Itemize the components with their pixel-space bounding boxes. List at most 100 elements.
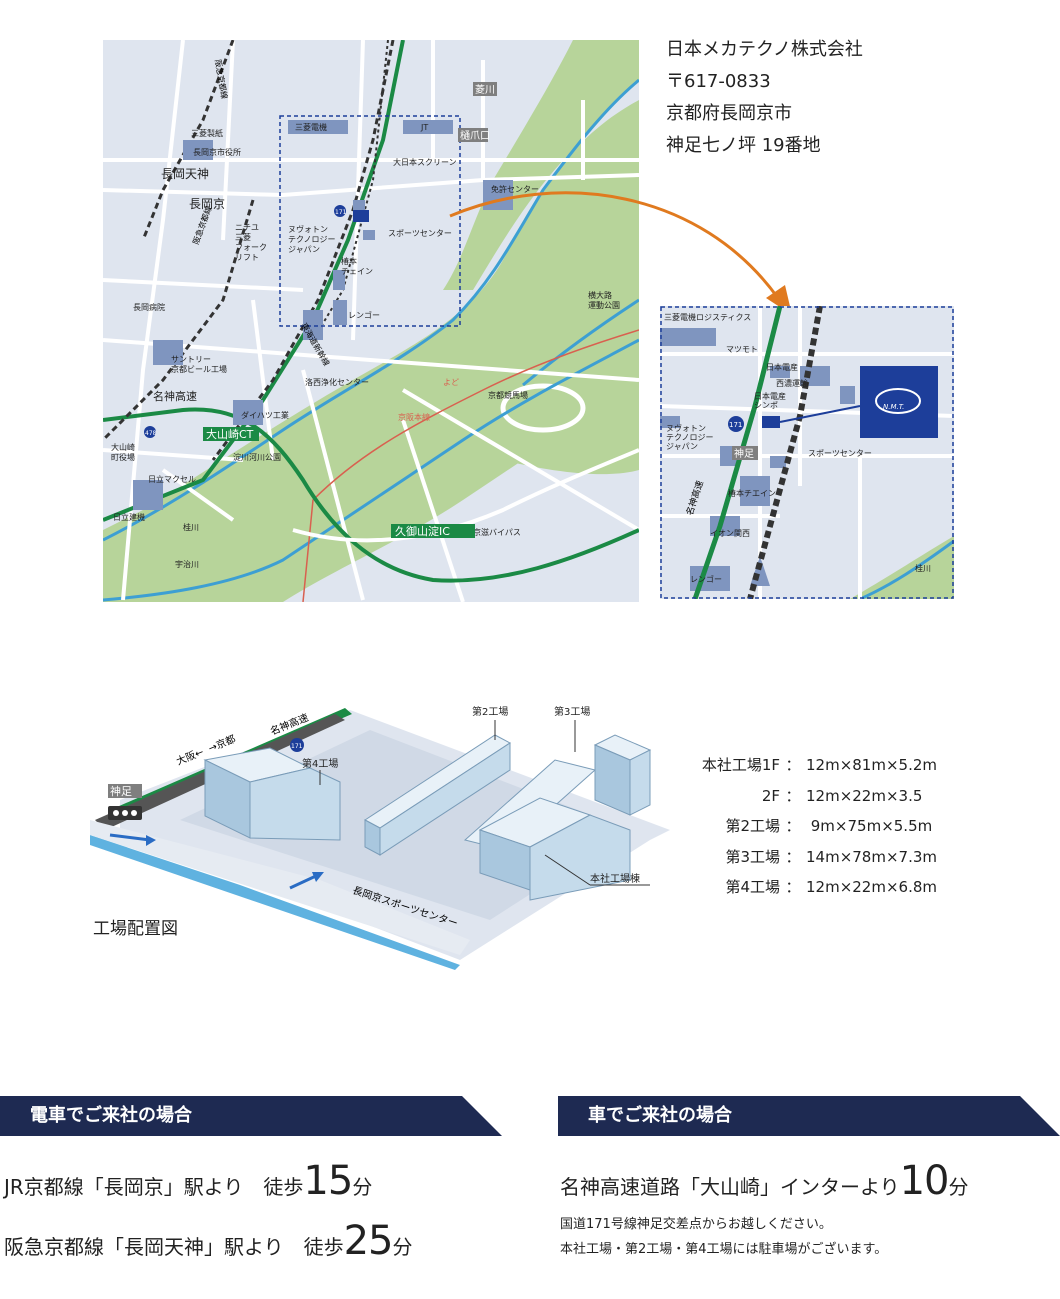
dimension-value: 12m×81m×5.2m: [806, 756, 938, 774]
detail-label-katsura: 桂川: [915, 563, 931, 573]
label-rengo: レンゴー: [348, 310, 380, 320]
label-license-center: 免許センター: [491, 184, 539, 194]
main-map: 三菱製紙 長岡京市役所 長岡天神 長岡京 ニチユ三菱フォークリフト 長岡病院 サ…: [103, 40, 639, 602]
dimension-sep: ：: [785, 878, 801, 896]
dimension-sep: ：: [785, 817, 801, 835]
nmt-location-marker: [353, 210, 369, 222]
detail-label-kotari: 神足: [734, 447, 754, 460]
layout-label-kyoto: →京都: [206, 732, 237, 755]
train-line-2: 阪急京都線「長岡天神」駅より 徒歩25分: [4, 1218, 413, 1264]
label-racecourse: 京都競馬場: [488, 390, 528, 400]
detail-label-seino: 西濃運輸: [776, 378, 808, 388]
label-nagaokakyo: 長岡京: [189, 197, 225, 211]
main-map-labels: 三菱製紙 長岡京市役所 長岡天神 長岡京 ニチユ三菱フォークリフト 長岡病院 サ…: [111, 122, 620, 569]
layout-river: [90, 835, 460, 970]
label-tsubakimoto: 椿本チェイン: [341, 256, 373, 276]
detail-label-route-171: 171: [729, 421, 742, 429]
detail-nmt-marker: [762, 416, 780, 428]
label-yodo: よど: [443, 378, 459, 387]
detail-label-rengo: レンゴー: [690, 574, 722, 584]
label-jt: JT: [420, 123, 428, 132]
dimension-name: 2F: [761, 786, 780, 805]
train-line-2-text: 阪急京都線「長岡天神」駅より 徒歩: [4, 1235, 344, 1259]
main-factory: [478, 797, 631, 901]
detail-label-tsubakimoto: 椿本チエイン: [728, 488, 776, 498]
train-line-1-minutes: 15: [303, 1158, 353, 1204]
label-nichiyu: ニチユ三菱フォークリフト: [235, 223, 267, 262]
train-line-1-unit: 分: [352, 1175, 373, 1199]
dimension-name: 本社工場1F: [701, 756, 780, 774]
dimension-row: 第2工場： 9m×75m×5.5m: [690, 811, 966, 842]
dimension-sep: ：: [785, 847, 801, 866]
dimension-sep: ：: [785, 786, 801, 805]
arrow-to-detail: [449, 191, 792, 315]
train-line-2-minutes: 25: [343, 1218, 394, 1264]
label-katsura-river: 桂川: [183, 522, 199, 532]
detail-map: N.M.T. 171 神足 三菱電機ロジスティクス マツモト 日本電産 西濃運輸…: [660, 306, 954, 599]
river-3: [522, 298, 639, 387]
dimension-row: 第3工場 ： 14m×78m×7.3m: [690, 842, 966, 873]
train-access-banner: 電車でご来社の場合: [0, 1096, 502, 1136]
label-yokooji: 横大路運動公園: [588, 290, 620, 310]
dimension-row: 第4工場 ： 12m×22m×6.8m: [690, 872, 966, 903]
label-rakusai: 洛西浄化センター: [305, 377, 369, 387]
car-line-1-unit: 分: [948, 1175, 969, 1199]
label-oyamazaki-office: 大山崎町役場: [111, 442, 135, 462]
label-keiji-bypass: 京滋バイパス: [473, 527, 521, 537]
factory-dimensions: 本社工場1F ： 12m×81m×5.2m 2F ： 12m×22m×3.5 第2工場 ：…: [690, 750, 966, 903]
dimension-row: 2F ： 12m×22m×3.5: [690, 781, 966, 812]
layout-label-factory3: 第3工場: [554, 705, 590, 718]
dimension-name: 第4工場: [725, 878, 780, 896]
dimension-value: 14m×78m×7.3m: [806, 847, 938, 866]
label-hospital: 長岡病院: [133, 302, 165, 312]
postal-code: 〒617-0833: [666, 71, 771, 92]
car-note-1: 国道171号線神足交差点からお越しください。: [560, 1217, 832, 1232]
detail-jr-line: [747, 306, 823, 599]
detail-label-nuvoton: ヌヴォトンテクノロジージャパン: [666, 423, 714, 451]
label-hizumeguchi: 樋爪口: [460, 129, 490, 142]
label-route-478: 478: [145, 430, 157, 437]
detail-area-box: [279, 115, 461, 327]
factory-4: [203, 747, 341, 841]
label-hishikawa: 菱川: [475, 84, 495, 96]
train-line-1-text: JR京都線「長岡京」駅より 徒歩: [4, 1175, 304, 1199]
map-buildings: [133, 120, 513, 510]
layout-label-main-factory: 本社工場棟: [590, 872, 640, 885]
dimension-name: 第3工場: [725, 847, 780, 866]
layout-road: [90, 820, 470, 955]
dimension-sep: ：: [785, 756, 801, 774]
yokooji-park: [581, 280, 639, 335]
dimension-row: 本社工場1F ： 12m×81m×5.2m: [690, 750, 966, 781]
dimension-value: 12m×22m×6.8m: [806, 878, 938, 896]
layout-title: 工場配置図: [93, 919, 178, 939]
train-line-2-unit: 分: [392, 1235, 413, 1259]
layout-label-171: 171: [291, 743, 303, 750]
label-hitachi-maxell: 日立マクセル: [148, 474, 196, 484]
company-name: 日本メカテクノ株式会社: [666, 39, 863, 60]
nmt-logo-box: [860, 366, 938, 438]
layout-label-factory4: 第4工場: [302, 757, 338, 770]
train-line-1: JR京都線「長岡京」駅より 徒歩15分: [4, 1158, 372, 1204]
jr-line: [211, 40, 395, 461]
detail-label-shimpo: 日本電産シンポ: [754, 391, 786, 410]
layout-label-osaka: 大阪←: [174, 745, 205, 768]
detail-label-sports-center: スポーツセンター: [808, 449, 872, 458]
address-block: 日本メカテクノ株式会社 〒617-0833 京都府長岡京市 神足七ノ坪 19番地: [666, 34, 863, 162]
dimension-name: 第2工場: [725, 817, 780, 835]
keihan-line: [302, 329, 639, 602]
car-line-1: 名神高速道路「大山崎」インターより10分: [560, 1158, 969, 1204]
nmt-logo-text: N.M.T.: [883, 403, 904, 411]
label-nagaoka-tenjin: 長岡天神: [161, 167, 209, 181]
train-access-heading: 電車でご来社の場合: [30, 1105, 192, 1126]
dimension-value: 12m×22m×3.5: [806, 786, 923, 805]
label-hitachi-kenki: 日立建機: [113, 512, 145, 522]
label-mitsubishi-paper: 三菱製紙: [191, 128, 223, 138]
detail-label-nihon-densan: 日本電産: [766, 362, 798, 372]
label-dainippon-screen: 大日本スクリーン: [393, 157, 457, 167]
layout-label-kotari: 神足: [110, 784, 132, 798]
car-note-2: 本社工場・第2工場・第4工場には駐車場がございます。: [560, 1242, 888, 1257]
label-route-171: 171: [335, 209, 347, 216]
label-mitsubishi-electric: 三菱電機: [295, 122, 327, 132]
label-yodogawa-park: 淀川河川公園: [233, 452, 281, 462]
label-keihan: 京阪本線: [398, 412, 430, 422]
